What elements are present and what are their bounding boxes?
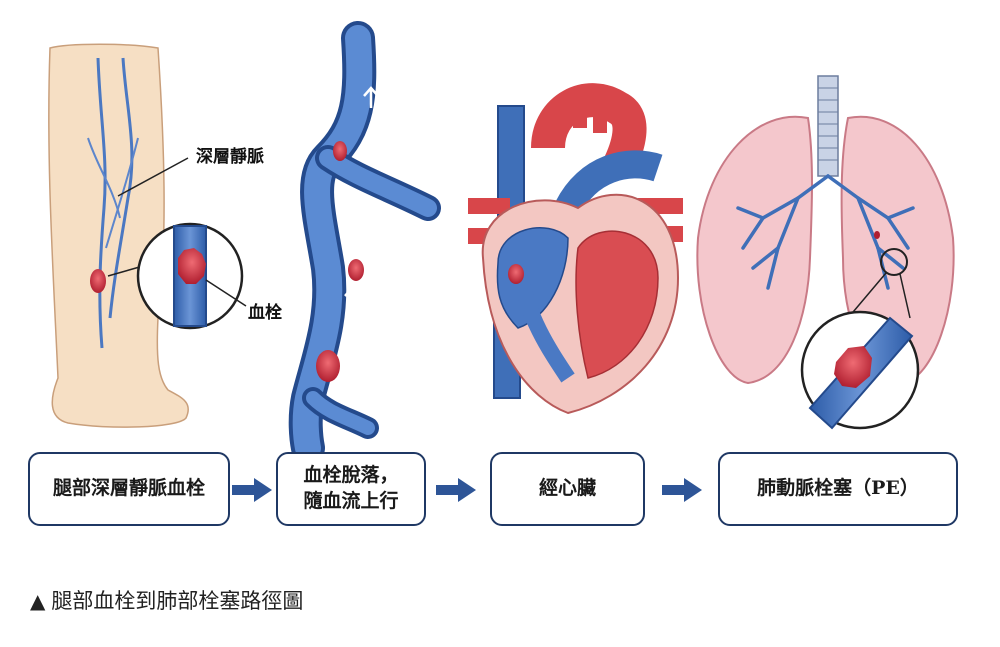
right-arrow-icon: [662, 478, 702, 502]
vein-clot-bottom: [316, 350, 340, 382]
step-pulmonary-embolism: 肺動脈栓塞（PE）: [718, 452, 958, 526]
triangle-icon: ▲: [30, 589, 46, 613]
deep-vein-label: 深層靜脈: [196, 146, 264, 167]
clot-label: 血栓: [248, 302, 282, 323]
heart-illustration: [468, 83, 683, 415]
step-through-heart: 經心臟: [490, 452, 645, 526]
leg-zoom-magnifier: [136, 222, 247, 330]
right-arrow-icon: [232, 478, 272, 502]
step-clot-dislodges: 血栓脫落， 隨血流上行: [276, 452, 426, 526]
heart-clot: [508, 264, 524, 284]
lungs-illustration: [696, 75, 955, 385]
lung-zoom-magnifier: [800, 310, 920, 430]
vein-illustration: [288, 21, 441, 465]
step-leg-dvt: 腿部深層靜脈血栓: [28, 452, 230, 526]
figure-caption: ▲腿部血栓到肺部栓塞路徑圖: [30, 585, 303, 615]
caption-text: 腿部血栓到肺部栓塞路徑圖: [51, 589, 304, 613]
leg-clot: [90, 269, 106, 293]
lung-clot: [874, 231, 880, 239]
vein-clot-mid: [348, 259, 364, 281]
vein-clot-top: [333, 141, 347, 161]
right-arrow-icon: [436, 478, 476, 502]
illustration-panel: 深層靜脈 血栓: [48, 21, 955, 465]
leg-illustration: [48, 43, 189, 428]
